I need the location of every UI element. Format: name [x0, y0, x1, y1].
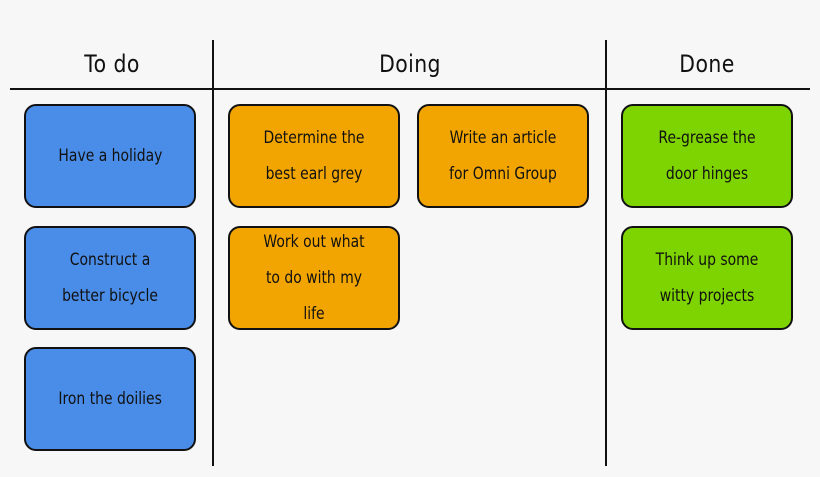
- card-text: Determine the best earl grey: [263, 128, 365, 184]
- column-divider-doing-done: [605, 40, 607, 466]
- card-text: Think up some witty projects: [655, 250, 759, 306]
- card-text: Re-grease the door hinges: [658, 128, 756, 184]
- column-header-todo: To do: [84, 50, 140, 78]
- card-todo-2[interactable]: Construct a better bicycle: [24, 226, 196, 330]
- card-text: Construct a better bicycle: [62, 250, 158, 306]
- card-text: Iron the doilies: [58, 389, 162, 409]
- card-text: Have a holiday: [57, 146, 163, 166]
- card-done-1[interactable]: Re-grease the door hinges: [621, 104, 793, 208]
- column-header-done: Done: [679, 50, 735, 78]
- card-done-2[interactable]: Think up some witty projects: [621, 226, 793, 330]
- card-todo-3[interactable]: Iron the doilies: [24, 347, 196, 451]
- card-text: Work out what to do with my life: [263, 232, 365, 324]
- column-header-doing: Doing: [379, 50, 441, 78]
- card-doing-1[interactable]: Determine the best earl grey: [228, 104, 400, 208]
- column-divider-todo-doing: [212, 40, 214, 466]
- card-text: Write an article for Omni Group: [449, 128, 557, 184]
- card-todo-1[interactable]: Have a holiday: [24, 104, 196, 208]
- header-divider: [10, 88, 810, 90]
- card-doing-2[interactable]: Write an article for Omni Group: [417, 104, 589, 208]
- card-doing-3[interactable]: Work out what to do with my life: [228, 226, 400, 330]
